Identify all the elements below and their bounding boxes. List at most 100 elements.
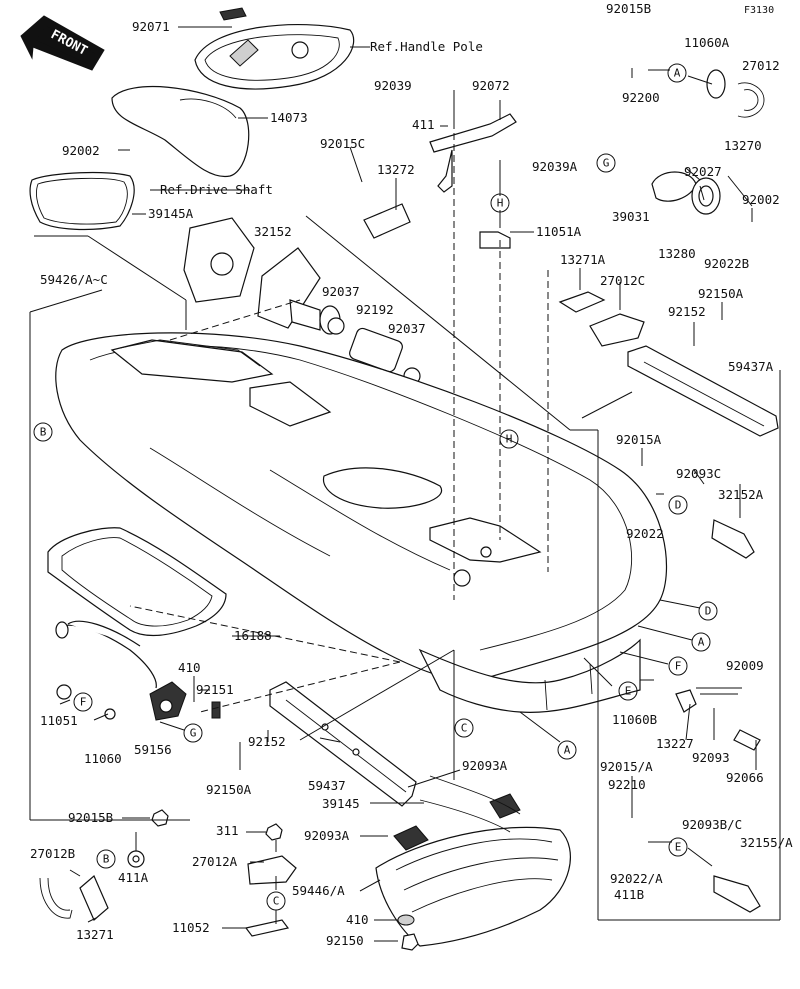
plate-13271A-part xyxy=(558,291,606,313)
drain-fitting-13227-part xyxy=(675,689,697,713)
label-311: 311 xyxy=(216,823,239,838)
nut-311-part xyxy=(265,823,283,841)
callout-E-bottom: E xyxy=(675,841,682,854)
label-92072: 92072 xyxy=(472,78,510,93)
label-32155A: 32155/A xyxy=(740,835,793,850)
label-92015-A: 92015/A xyxy=(600,759,653,774)
leader-lines xyxy=(29,26,781,942)
label-92093: 92093 xyxy=(692,750,730,765)
label-27012C: 27012C xyxy=(600,273,645,288)
washer-ring-part xyxy=(104,708,116,720)
handle-grip-part xyxy=(194,7,355,90)
label-92015B-top: 92015B xyxy=(606,1,651,16)
label-92002-right: 92002 xyxy=(742,192,780,207)
callout-H-top: H xyxy=(497,197,504,210)
hull-bottom-part xyxy=(418,638,641,713)
hood-part xyxy=(111,85,250,178)
front-arrow: FRONT xyxy=(20,15,105,71)
callout-D-lower: D xyxy=(705,605,712,618)
connector-32152A-part xyxy=(711,519,755,559)
u-bolt-27012B-part xyxy=(39,877,73,919)
skid-plate-59446-part xyxy=(375,826,571,947)
label-92022B: 92022B xyxy=(704,256,749,271)
label-92071: 92071 xyxy=(132,19,170,34)
label-92002-left: 92002 xyxy=(62,143,100,158)
label-410-left: 410 xyxy=(178,660,201,675)
label-39145A: 39145A xyxy=(148,206,194,221)
washer-411A-part xyxy=(127,850,145,868)
label-11060B: 11060B xyxy=(612,712,657,727)
label-411A: 411A xyxy=(118,870,149,885)
clip-ring-part xyxy=(56,684,72,700)
label-59446A: 59446/A xyxy=(292,883,345,898)
label-411B: 411B xyxy=(614,887,644,902)
label-92210: 92210 xyxy=(608,777,646,792)
label-410-bottom: 410 xyxy=(346,912,369,927)
label-39145: 39145 xyxy=(322,796,360,811)
label-59437: 59437 xyxy=(308,778,346,793)
label-92152-bottom: 92152 xyxy=(248,734,286,749)
drive-shaft-plate-part xyxy=(183,217,255,303)
label-11060A: 11060A xyxy=(684,35,730,50)
label-92192: 92192 xyxy=(356,302,394,317)
plate-13271-part xyxy=(79,875,109,921)
label-411: 411 xyxy=(412,117,435,132)
label-92093BC: 92093B/C xyxy=(682,817,742,832)
eye-plate-11060A-part xyxy=(706,69,726,99)
storage-tray-part xyxy=(47,527,227,637)
connector-32155A-part xyxy=(713,875,761,913)
label-32152: 32152 xyxy=(254,224,292,239)
plug-92066-part xyxy=(733,729,761,751)
washer-410-part xyxy=(397,914,415,926)
ref-handle-pole: Ref.Handle Pole xyxy=(370,39,483,54)
label-92150: 92150 xyxy=(326,933,364,948)
screw-92151-part xyxy=(211,701,221,719)
callout-C-bottom: C xyxy=(273,895,280,908)
bracket-27012A-part xyxy=(247,855,297,885)
label-11051: 11051 xyxy=(40,713,78,728)
label-92150A-top: 92150A xyxy=(698,286,744,301)
label-92152-top: 92152 xyxy=(668,304,706,319)
label-13271: 13271 xyxy=(76,927,114,942)
callout-B-left: B xyxy=(40,426,47,439)
label-92027: 92027 xyxy=(684,164,722,179)
callout-E-right: E xyxy=(625,685,632,698)
callout-letters: A B G H H D D A F E C A F G E B C xyxy=(33,63,718,911)
callout-F-left: F xyxy=(80,696,87,709)
label-92039A: 92039A xyxy=(532,159,578,174)
label-92022A: 92022/A xyxy=(610,871,663,886)
part-number-labels: 92071 14073 92002 39145A 59426/A~C 32152… xyxy=(30,1,793,948)
hull-deck-part xyxy=(55,332,668,682)
strip-39145-part xyxy=(419,775,521,833)
callout-B-bottom: B xyxy=(103,853,110,866)
rail-59437A-part xyxy=(627,345,779,437)
label-27012A: 27012A xyxy=(192,854,238,869)
label-13271A: 13271A xyxy=(560,252,606,267)
label-39031: 39031 xyxy=(612,209,650,224)
label-92150A-bottom: 92150A xyxy=(206,782,252,797)
callout-G-top: G xyxy=(603,157,610,170)
callout-H-hull: H xyxy=(506,433,513,446)
callout-A-bottom: A xyxy=(564,744,571,757)
pad-92093A-upper-part xyxy=(489,793,521,819)
bolt-92150-part xyxy=(401,933,419,951)
label-92151: 92151 xyxy=(196,682,234,697)
seal-ring-part xyxy=(29,171,135,231)
vent-cap-part xyxy=(691,177,721,215)
label-92093A-lower: 92093A xyxy=(304,828,350,843)
label-92009: 92009 xyxy=(726,658,764,673)
label-92093A-upper: 92093A xyxy=(462,758,508,773)
stud-11052-part xyxy=(244,919,290,937)
figure-id: F3130 xyxy=(744,5,774,16)
label-92200: 92200 xyxy=(622,90,660,105)
label-27012: 27012 xyxy=(742,58,780,73)
label-13227: 13227 xyxy=(656,736,694,751)
callout-F-right: F xyxy=(675,660,682,673)
drain-plug-part xyxy=(149,681,187,721)
cleat-27012C-part xyxy=(589,313,645,347)
label-27012B: 27012B xyxy=(30,846,75,861)
label-11051A: 11051A xyxy=(536,224,582,239)
label-92093C: 92093C xyxy=(676,466,721,481)
label-13280: 13280 xyxy=(658,246,696,261)
callout-C-center: C xyxy=(461,722,468,735)
